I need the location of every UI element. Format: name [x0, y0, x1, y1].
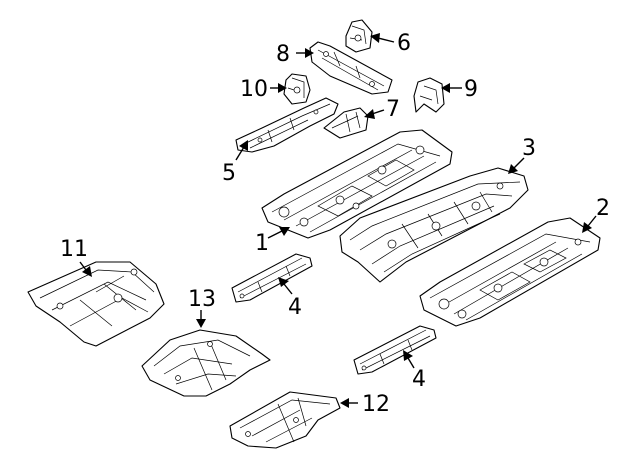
callout-4-upper: 4 — [288, 295, 302, 320]
callout-4-lower: 4 — [412, 367, 426, 392]
callout-3: 3 — [522, 136, 536, 161]
part-10-block — [283, 73, 311, 105]
part-11-shield — [27, 261, 165, 347]
part-1-floor-pan — [261, 129, 453, 239]
callout-1: 1 — [255, 231, 269, 256]
part-8-rail — [309, 41, 393, 95]
callout-11: 11 — [60, 237, 88, 262]
part-9-bracket — [413, 77, 445, 113]
part-5-rail — [235, 97, 339, 153]
callout-8: 8 — [276, 42, 290, 67]
callout-leaders — [79, 33, 597, 408]
callout-10: 10 — [240, 77, 268, 102]
callout-13: 13 — [188, 287, 216, 312]
part-4-crossmember-lower — [353, 325, 437, 375]
part-3-tunnel — [339, 167, 529, 283]
callout-12: 12 — [362, 392, 390, 417]
callout-6: 6 — [397, 31, 411, 56]
callout-9: 9 — [464, 77, 478, 102]
part-4-crossmember-upper — [231, 253, 313, 303]
callout-2: 2 — [596, 196, 610, 221]
callout-5: 5 — [222, 161, 236, 186]
part-13-shield — [141, 329, 271, 397]
part-6-bracket — [345, 19, 373, 53]
callout-7: 7 — [386, 97, 400, 122]
part-12-shield — [229, 391, 341, 449]
part-2-floor-pan — [419, 217, 601, 327]
